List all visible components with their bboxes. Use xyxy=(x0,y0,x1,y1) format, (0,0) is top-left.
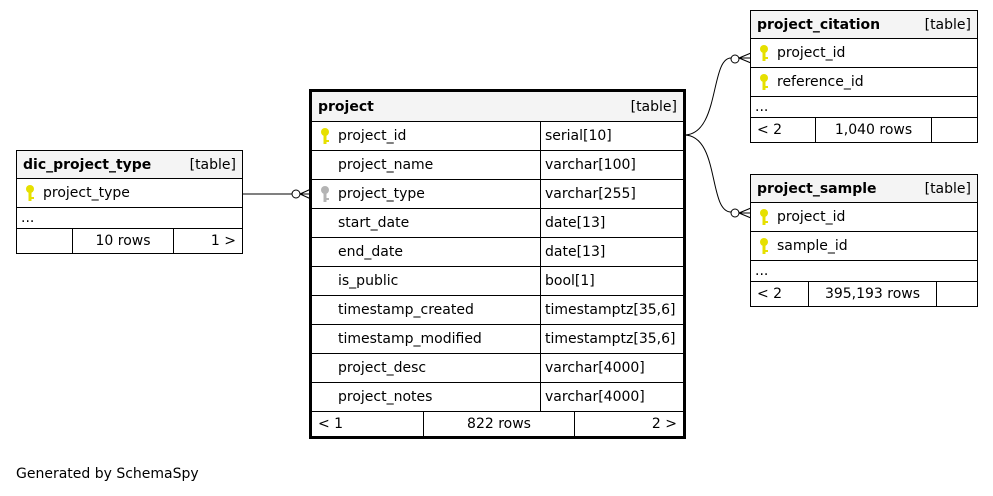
column-row[interactable]: start_date date[13] xyxy=(312,209,683,238)
column-type: varchar[4000] xyxy=(540,354,683,382)
column-name: project_id xyxy=(338,128,407,144)
row-count: 395,193 rows xyxy=(808,282,936,306)
table-name[interactable]: project xyxy=(318,98,374,115)
link-zero-marker xyxy=(730,54,740,64)
table-name[interactable]: dic_project_type xyxy=(23,156,152,173)
primary-key-icon xyxy=(760,238,768,254)
more-columns-ellipsis: ... xyxy=(751,261,977,282)
column-row[interactable]: project_id xyxy=(751,39,977,68)
column-name: project_id xyxy=(777,209,846,225)
column-name: project_desc xyxy=(338,360,427,376)
link-zero-marker xyxy=(291,189,301,199)
footer-left xyxy=(17,229,72,253)
link-crowfoot xyxy=(738,52,752,64)
column-row[interactable]: timestamp_created timestamptz[35,6] xyxy=(312,296,683,325)
foreign-key-icon xyxy=(321,186,329,202)
column-type: serial[10] xyxy=(540,122,683,150)
primary-key-icon xyxy=(760,45,768,61)
parents-link[interactable]: < 2 xyxy=(757,286,783,302)
table-project-sample[interactable]: project_sample [table] project_id sample… xyxy=(750,174,978,307)
link-zero-marker xyxy=(730,208,740,218)
primary-key-icon xyxy=(321,128,329,144)
column-row[interactable]: project_notes varchar[4000] xyxy=(312,383,683,412)
column-name: project_name xyxy=(338,157,434,173)
column-type: date[13] xyxy=(540,238,683,266)
table-kind: [table] xyxy=(924,16,971,33)
table-project[interactable]: project [table] project_id serial[10] pr… xyxy=(309,89,686,439)
table-footer: < 1 822 rows 2 > xyxy=(312,412,683,436)
table-header: project [table] xyxy=(312,92,683,122)
children-link[interactable]: 1 > xyxy=(173,229,242,253)
children-link[interactable]: 2 > xyxy=(574,412,683,436)
column-row[interactable]: timestamp_modified timestamptz[35,6] xyxy=(312,325,683,354)
primary-key-icon xyxy=(760,209,768,225)
more-columns-ellipsis: ... xyxy=(751,97,977,118)
column-row[interactable]: is_public bool[1] xyxy=(312,267,683,296)
table-header: dic_project_type [table] xyxy=(17,151,242,179)
parents-link[interactable]: < 1 xyxy=(318,416,344,432)
column-row[interactable]: project_desc varchar[4000] xyxy=(312,354,683,383)
link-project-to-project-sample xyxy=(683,134,732,213)
column-name: start_date xyxy=(338,215,410,231)
column-row[interactable]: project_type xyxy=(17,179,242,208)
column-row[interactable]: project_id xyxy=(751,203,977,232)
footer-right xyxy=(931,118,977,142)
column-name: timestamp_modified xyxy=(338,331,482,347)
column-type: timestamptz[35,6] xyxy=(540,296,683,324)
table-kind: [table] xyxy=(924,180,971,197)
column-name: end_date xyxy=(338,244,403,260)
table-footer: 10 rows 1 > xyxy=(17,229,242,253)
table-name[interactable]: project_citation xyxy=(757,16,881,33)
generator-caption: Generated by SchemaSpy xyxy=(16,466,199,482)
link-crowfoot xyxy=(738,207,752,219)
link-project-to-project-citation xyxy=(683,57,732,136)
row-count: 1,040 rows xyxy=(815,118,931,142)
table-footer: < 2 1,040 rows xyxy=(751,118,977,142)
column-row[interactable]: project_id serial[10] xyxy=(312,122,683,151)
column-name: project_type xyxy=(338,186,425,202)
column-row[interactable]: end_date date[13] xyxy=(312,238,683,267)
column-type: varchar[4000] xyxy=(540,383,683,411)
column-name: is_public xyxy=(338,273,399,289)
column-row[interactable]: reference_id xyxy=(751,68,977,97)
column-type: varchar[100] xyxy=(540,151,683,179)
table-kind: [table] xyxy=(630,98,677,115)
primary-key-icon xyxy=(26,185,34,201)
column-type: date[13] xyxy=(540,209,683,237)
row-count: 822 rows xyxy=(423,412,574,436)
table-dic-project-type[interactable]: dic_project_type [table] project_type ..… xyxy=(16,150,243,254)
column-type: timestamptz[35,6] xyxy=(540,325,683,353)
table-footer: < 2 395,193 rows xyxy=(751,282,977,306)
table-name[interactable]: project_sample xyxy=(757,180,877,197)
column-name: reference_id xyxy=(777,74,864,90)
column-name: project_id xyxy=(777,45,846,61)
column-type: bool[1] xyxy=(540,267,683,295)
table-kind: [table] xyxy=(189,156,236,173)
table-header: project_citation [table] xyxy=(751,11,977,39)
table-header: project_sample [table] xyxy=(751,175,977,203)
column-row[interactable]: sample_id xyxy=(751,232,977,261)
table-project-citation[interactable]: project_citation [table] project_id refe… xyxy=(750,10,978,143)
column-name: timestamp_created xyxy=(338,302,474,318)
column-type: varchar[255] xyxy=(540,180,683,208)
footer-right xyxy=(936,282,977,306)
column-name: project_type xyxy=(43,185,130,201)
primary-key-icon xyxy=(760,74,768,90)
row-count: 10 rows xyxy=(72,229,173,253)
column-row[interactable]: project_name varchar[100] xyxy=(312,151,683,180)
column-name: sample_id xyxy=(777,238,848,254)
column-name: project_notes xyxy=(338,389,433,405)
more-columns-ellipsis: ... xyxy=(17,208,242,229)
column-row[interactable]: project_type varchar[255] xyxy=(312,180,683,209)
parents-link[interactable]: < 2 xyxy=(757,122,783,138)
